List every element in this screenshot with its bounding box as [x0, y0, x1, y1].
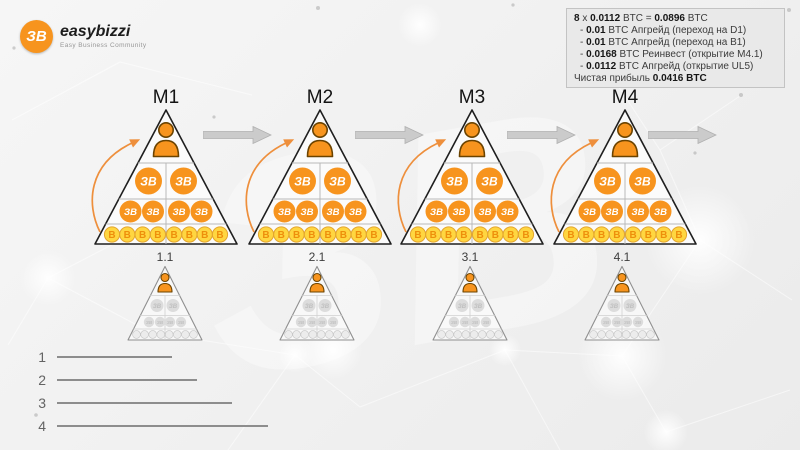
deduction-row: - 0.01 BTC Апгрейд (переход на B1) [580, 36, 746, 48]
curved-arrow-icon [550, 134, 602, 233]
deduction-row: - 0.0168 BTC Реинвест (открытие M4.1) [580, 48, 763, 60]
level-label-m1: M1 [152, 87, 180, 108]
level-label-m4: M4 [611, 87, 639, 108]
sublevel-label-3-1: 3.1 [461, 250, 479, 264]
sub-pyramid-1-1 [127, 265, 203, 341]
arrow-right-icon [507, 126, 576, 144]
profit-summary-box: 8 x 0.0112 BTC = 0.0896 BTC - 0.01 BTC А… [566, 8, 785, 89]
arrow-right-icon [648, 126, 717, 144]
legend-line-1 [57, 356, 172, 358]
curved-arrow-icon [245, 134, 297, 233]
legend-line-3 [57, 402, 232, 404]
net-profit-row: Чистая прибыль 0.0416 BTC [574, 72, 707, 84]
sublevel-label-1-1: 1.1 [156, 250, 174, 264]
arrow-right-icon [203, 126, 272, 144]
deduction-row: - 0.0112 BTC Апгрейд (открытие UL5) [580, 60, 754, 72]
brand-monogram-icon: ЗB [20, 20, 53, 53]
legend-number-4: 4 [38, 418, 46, 434]
sub-pyramid-2-1 [279, 265, 355, 341]
legend-number-2: 2 [38, 372, 46, 388]
brand-logo: ЗB easybizzi Easy Business Community [20, 20, 147, 53]
network-dots [12, 3, 791, 417]
level-label-m3: M3 [458, 87, 486, 108]
sublevel-label-4-1: 4.1 [613, 250, 631, 264]
level-label-m2: M2 [306, 87, 334, 108]
deduction-row: - 0.01 BTC Апгрейд (переход на D1) [580, 24, 747, 36]
legend-line-4 [57, 425, 268, 427]
legend-line-2 [57, 379, 197, 381]
legend-number-1: 1 [38, 349, 46, 365]
legend-number-3: 3 [38, 395, 46, 411]
brand-name: easybizzi [60, 23, 131, 40]
curved-arrow-icon [397, 134, 449, 233]
sublevel-label-2-1: 2.1 [308, 250, 326, 264]
summary-header: 8 x 0.0112 BTC = 0.0896 BTC [574, 13, 708, 24]
sub-pyramid-4-1 [584, 265, 660, 341]
brand-tagline: Easy Business Community [60, 42, 147, 49]
curved-arrow-icon [91, 134, 143, 233]
arrow-right-icon [355, 126, 424, 144]
sub-pyramid-3-1 [432, 265, 508, 341]
